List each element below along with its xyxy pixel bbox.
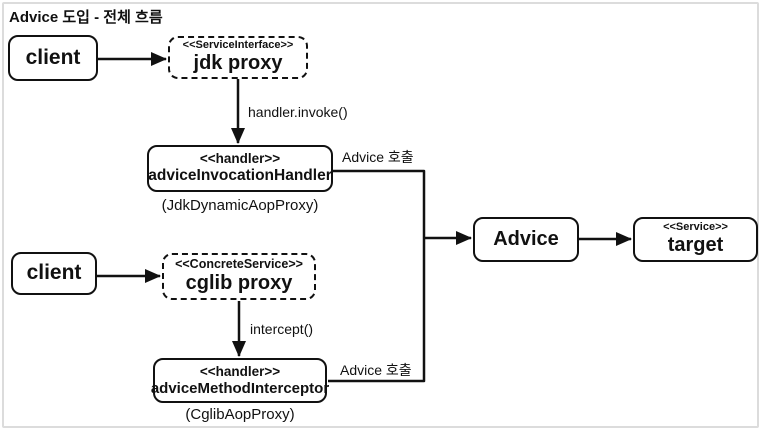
node-cglib-proxy-stereotype: <<ConcreteService>> <box>175 257 303 272</box>
edge-label-handler-invoke: handler.invoke() <box>248 104 348 120</box>
diagram-frame <box>2 2 759 428</box>
node-advice-invocation-handler: <<handler>> adviceInvocationHandler <box>147 145 333 192</box>
node-advice-invocation-handler-label: adviceInvocationHandler <box>148 167 332 185</box>
node-target: <<Service>> target <box>633 217 758 262</box>
diagram-title: Advice 도입 - 전체 흐름 <box>9 9 163 26</box>
connector-handlers-to-advice-junction <box>328 169 426 383</box>
node-target-stereotype: <<Service>> <box>663 221 728 234</box>
node-advice-invocation-handler-stereotype: <<handler>> <box>199 151 281 167</box>
node-advice-method-interceptor-stereotype: <<handler>> <box>199 363 281 379</box>
node-jdk-proxy-label: jdk proxy <box>193 52 283 75</box>
node-cglib-proxy-label: cglib proxy <box>185 272 293 295</box>
node-client-bottom-label: client <box>26 261 82 285</box>
node-jdk-proxy: <<ServiceInterface>> jdk proxy <box>168 36 308 79</box>
node-cglib-proxy: <<ConcreteService>> cglib proxy <box>162 253 316 300</box>
caption-jdk-dynamic-aop-proxy: (JdkDynamicAopProxy) <box>161 197 319 214</box>
edge-label-intercept: intercept() <box>250 321 314 337</box>
node-client-bottom: client <box>11 252 97 295</box>
node-client-top: client <box>8 35 98 81</box>
node-advice-method-interceptor-label: adviceMethodInterceptor <box>150 379 330 397</box>
edge-label-advice-call-bottom: Advice 호출 <box>340 362 412 378</box>
node-advice-method-interceptor: <<handler>> adviceMethodInterceptor <box>150 358 330 403</box>
node-advice: Advice <box>473 217 579 262</box>
edge-label-advice-call-top: Advice 호출 <box>342 149 414 165</box>
node-jdk-proxy-stereotype: <<ServiceInterface>> <box>182 39 294 52</box>
node-client-top-label: client <box>25 45 81 69</box>
caption-cglib-aop-proxy: (CglibAopProxy) <box>185 406 295 423</box>
node-advice-label: Advice <box>493 227 559 250</box>
node-target-label: target <box>667 234 724 257</box>
